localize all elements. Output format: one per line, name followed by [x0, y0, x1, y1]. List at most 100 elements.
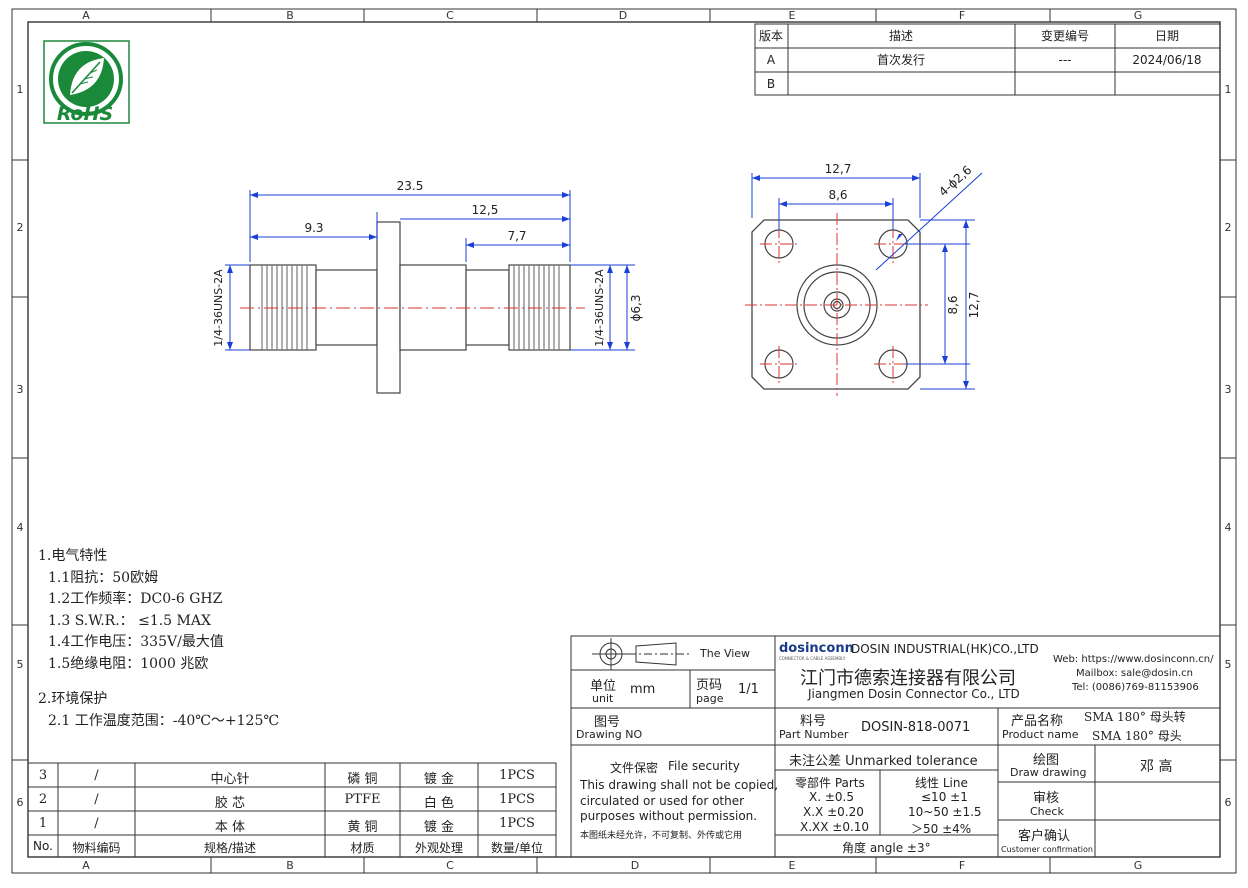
revision-row-a-version: A	[767, 53, 776, 67]
bom-row2-no: 2	[38, 792, 48, 807]
unit-value: mm	[630, 682, 656, 697]
revision-header-description: 描述	[889, 29, 913, 43]
dim-outer-height: 12,7	[967, 292, 981, 319]
col-label-top-c: C	[446, 9, 454, 22]
notes-env-title: 2.环境保护	[38, 691, 108, 707]
col-label-bottom-c: C	[446, 859, 454, 872]
row-label-left-3: 3	[17, 383, 24, 396]
bom-header-no: No.	[33, 839, 53, 853]
col-label-bottom-b: B	[286, 859, 294, 872]
bom-row2-desc: 胶 芯	[214, 796, 246, 811]
col-label-top-f: F	[959, 9, 965, 22]
brand-logo: dosinconn	[779, 641, 854, 656]
revision-header-change-no: 变更编号	[1041, 28, 1089, 43]
title-block	[570, 635, 1221, 858]
bom-row3-desc: 中心针	[210, 772, 250, 787]
company-tel: Tel: (0086)769-81153906	[1072, 682, 1199, 693]
bom-header-code: 物料编码	[72, 841, 121, 855]
revision-row-a-date: 2024/06/18	[1132, 53, 1201, 67]
revision-table	[754, 23, 1221, 96]
product-name-value-1: SMA 180° 母头转	[1084, 710, 1186, 724]
tolerance-parts-row: X. ±0.5	[809, 790, 854, 804]
bom-row2-finish: 白 色	[423, 796, 455, 811]
company-web: Web: https://www.dosinconn.cn/	[1053, 654, 1214, 665]
page-value: 1/1	[738, 682, 759, 697]
drawing-no-label-zh: 图号	[594, 715, 621, 730]
tolerance-parts-row: X.X ±0.20	[803, 805, 864, 819]
product-name-label-zh: 产品名称	[1011, 714, 1064, 729]
col-label-top-e: E	[789, 9, 796, 22]
dim-right-length: 12,5	[472, 203, 499, 217]
row-label-right-3: 3	[1225, 383, 1232, 396]
dim-outer-width: 12,7	[825, 162, 852, 176]
unit-label-zh: 单位	[590, 679, 617, 694]
page-label-en: page	[696, 692, 724, 705]
row-label-right-6: 6	[1225, 796, 1232, 809]
file-security-text-zh: 本图纸未经允许，不可复制、外传或它用	[580, 831, 743, 841]
bom-row2-code: /	[94, 792, 99, 807]
tolerance-line-title: 线性 Line	[915, 776, 968, 790]
row-label-right-5: 5	[1225, 658, 1232, 671]
dim-inner-height: 8,6	[946, 295, 960, 314]
rohs-logo-text: RoHS	[57, 103, 113, 125]
bom-row3-no: 3	[38, 768, 48, 783]
file-security-text-3: purposes without permission.	[580, 809, 758, 823]
notes-electrical-item: 1.2工作频率：DC0-6 GHZ	[48, 591, 223, 607]
company-name-en: Jiangmen Dosin Connector Co., LTD	[808, 687, 1020, 701]
row-label-left-5: 5	[17, 658, 24, 671]
bom-header-desc: 规格/描述	[203, 841, 257, 855]
notes-env-item: 2.1 工作温度范围：-40℃～+125℃	[48, 712, 280, 729]
col-label-bottom-f: F	[959, 859, 965, 872]
draw-label-zh: 绘图	[1033, 753, 1060, 768]
dim-diameter: ϕ6,3	[629, 295, 643, 322]
part-number-label-zh: 料号	[800, 714, 827, 729]
row-label-left-4: 4	[17, 521, 24, 534]
product-name-label-en: Product name	[1002, 728, 1079, 741]
file-security-label-zh: 文件保密	[610, 761, 659, 775]
side-view-drawing: 23.5 9.3 12,5 7,7 1/4-36UNS-2A 1/4-36UNS…	[212, 179, 643, 394]
front-view-drawing: 12,7 8,6 4-ϕ2,6 8,6 12,7	[745, 162, 983, 396]
revision-header-version: 版本	[759, 29, 783, 43]
rohs-logo: RoHS	[43, 40, 130, 125]
bom-row2-material: PTFE	[344, 792, 381, 807]
col-label-bottom-g: G	[1134, 859, 1143, 872]
bom-row1-desc: 本 体	[214, 820, 246, 835]
row-label-right-4: 4	[1225, 521, 1232, 534]
part-number-label-en: Part Number	[779, 728, 849, 741]
revision-row-a-change-no: ---	[1059, 53, 1072, 67]
dim-inner-width: 8,6	[828, 188, 847, 202]
notes-electrical-item: 1.3 S.W.R.： ≤1.5 MAX	[48, 612, 211, 629]
col-label-bottom-d: D	[631, 859, 639, 872]
frame-labels: A B C D E F G A B C D E F G 1 2 3 4 5 6 …	[17, 9, 1232, 872]
bom-row3-finish: 镀 金	[423, 772, 455, 787]
page-label-zh: 页码	[696, 678, 723, 693]
tolerance-parts-row: X.XX ±0.10	[800, 820, 870, 834]
draw-label-en: Draw drawing	[1010, 766, 1087, 779]
brand-tagline: CONNECTOR & CABLE ASSEMBLY	[779, 656, 846, 661]
file-security-text-2: circulated or used for other	[580, 794, 745, 808]
bom-header-qty: 数量/单位	[490, 841, 544, 855]
revision-row-b-version: B	[767, 77, 775, 91]
bom-header-finish: 外观处理	[414, 841, 463, 855]
bom-row2-qty: 1PCS	[499, 792, 535, 807]
col-label-bottom-e: E	[789, 859, 796, 872]
check-label-en: Check	[1030, 805, 1064, 818]
drawing-no-label-en: Drawing NO	[576, 728, 643, 741]
col-label-top-b: B	[286, 9, 294, 22]
thread-spec-left: 1/4-36UNS-2A	[212, 269, 225, 347]
notes-electrical-item: 1.4工作电压：335V/最大值	[48, 634, 224, 650]
col-label-top-d: D	[619, 9, 627, 22]
bom-row1-finish: 镀 金	[423, 820, 455, 835]
confirm-label-zh: 客户确认	[1018, 829, 1071, 844]
row-label-left-2: 2	[17, 221, 24, 234]
revision-header-date: 日期	[1155, 29, 1179, 43]
tolerance-parts-title: 零部件 Parts	[795, 776, 865, 790]
dim-left-length: 9.3	[304, 221, 323, 235]
row-label-right-1: 1	[1225, 83, 1232, 96]
notes-electrical-item: 1.5绝缘电阻：1000 兆欧	[48, 655, 209, 672]
tolerance-line-row: ＞50 ±4%	[911, 822, 972, 836]
tolerance-angle: 角度 angle ±3°	[842, 841, 931, 855]
notes-electrical-title: 1.电气特性	[38, 548, 108, 564]
